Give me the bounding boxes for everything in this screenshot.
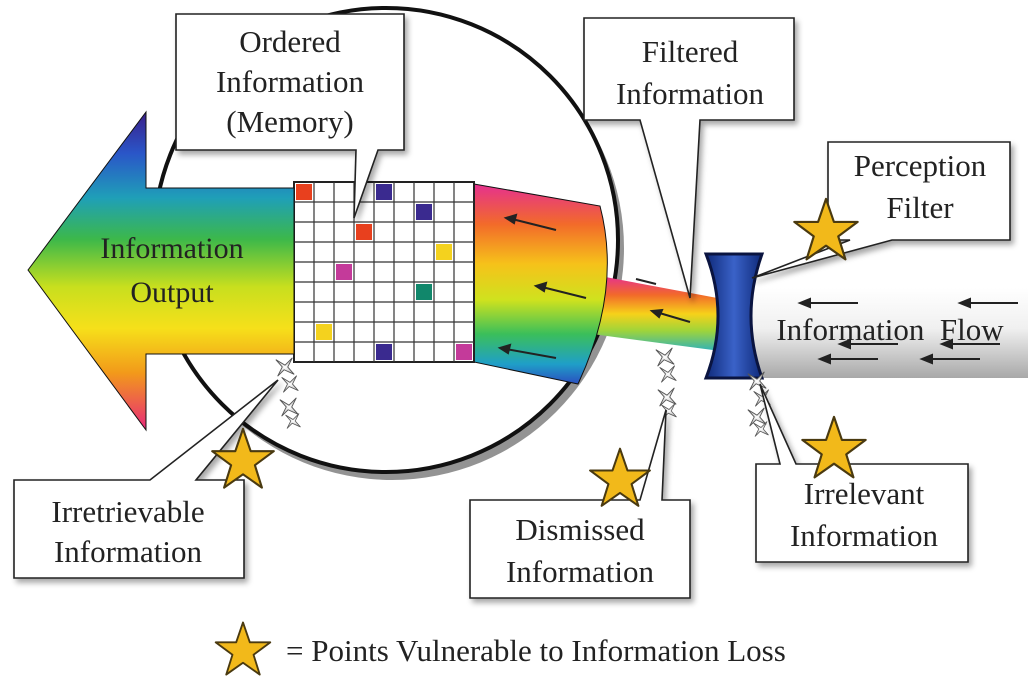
callout-ordered-information: Ordered Information (Memory) <box>175 13 405 219</box>
irretrievable-label-line1: Irretrievable <box>51 494 204 529</box>
callout-filtered-information: Filtered Information <box>583 17 795 299</box>
funnel <box>473 183 608 385</box>
irrelevant-label-line2: Information <box>790 518 939 553</box>
output-label-line1: Information <box>100 232 243 265</box>
perception-label-line1: Perception <box>854 148 987 183</box>
callout-irrelevant-information: Irrelevant Information <box>755 383 969 563</box>
ordered-label-line3: (Memory) <box>226 104 353 139</box>
perception-label-line2: Filter <box>886 190 954 225</box>
filtered-label-line2: Information <box>616 76 765 111</box>
filtered-beam <box>592 276 728 352</box>
dismissed-label-line1: Dismissed <box>515 512 645 547</box>
ordered-label-line1: Ordered <box>239 24 341 59</box>
memory-grid <box>293 181 475 363</box>
information-flow-label: Information Flow <box>776 312 1004 347</box>
ordered-label-line2: Information <box>216 64 365 99</box>
memory-cell <box>436 244 452 260</box>
legend: = Points Vulnerable to Information Loss <box>214 621 786 676</box>
memory-cell <box>316 324 332 340</box>
memory-cell <box>416 284 432 300</box>
dismissed-label-line2: Information <box>506 554 655 589</box>
irrelevant-label-line1: Irrelevant <box>804 476 925 511</box>
memory-cell <box>456 344 472 360</box>
memory-cell <box>336 264 352 280</box>
star-icon <box>214 621 272 676</box>
memory-cell <box>376 344 392 360</box>
information-flow-bar: Information Flow <box>740 288 1028 378</box>
filtered-label-line1: Filtered <box>642 34 739 69</box>
legend-label: = Points Vulnerable to Information Loss <box>286 633 786 668</box>
memory-cell <box>376 184 392 200</box>
output-label-line2: Output <box>130 276 214 309</box>
memory-cell <box>356 224 372 240</box>
irretrievable-label-line2: Information <box>54 534 203 569</box>
flow-arrows <box>797 297 1018 365</box>
memory-cell <box>296 184 312 200</box>
perception-filter <box>703 252 765 380</box>
information-output-arrow: Information Output <box>27 110 295 432</box>
callout-dismissed-information: Dismissed Information <box>469 409 691 599</box>
memory-cell <box>416 204 432 220</box>
callout-perception-filter: Perception Filter <box>751 141 1011 279</box>
callout-irretrievable-information: Irretrievable Information <box>13 379 279 579</box>
